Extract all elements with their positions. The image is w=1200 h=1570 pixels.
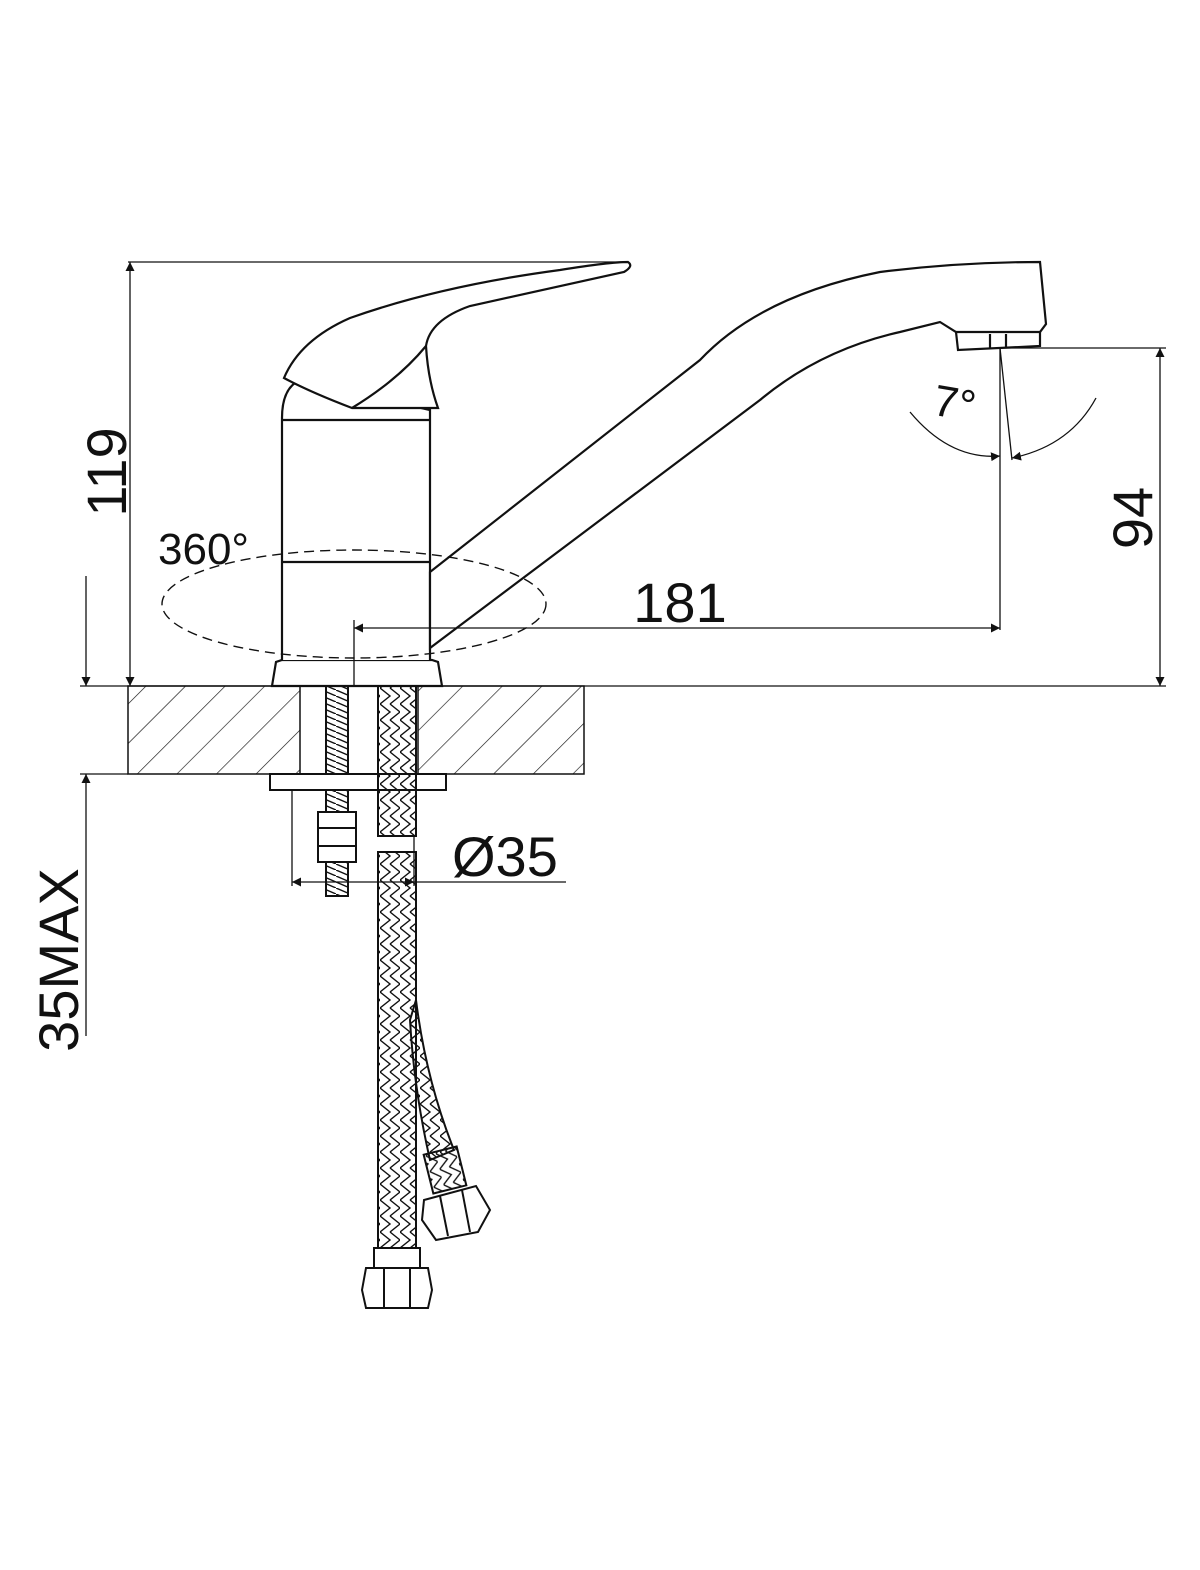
dimension-lines (80, 261, 1166, 1036)
threaded-stud (317, 685, 357, 897)
lever-handle (282, 260, 632, 410)
mounting-plate (269, 773, 447, 791)
spout-reach-label: 181 (633, 571, 726, 634)
total-height-label: 119 (75, 427, 138, 516)
countertop-section (127, 685, 585, 775)
mounting-hole-label: Ø35 (452, 825, 558, 888)
faucet-body (270, 378, 444, 688)
aerator-tilt-label: 7° (930, 376, 980, 432)
rotation-angle-label: 360° (158, 525, 249, 574)
spout-height-label: 94 (1101, 487, 1164, 549)
max-thickness-label: 35MAX (27, 868, 90, 1052)
supply-hose-2 (408, 999, 492, 1242)
spout (428, 260, 1048, 651)
